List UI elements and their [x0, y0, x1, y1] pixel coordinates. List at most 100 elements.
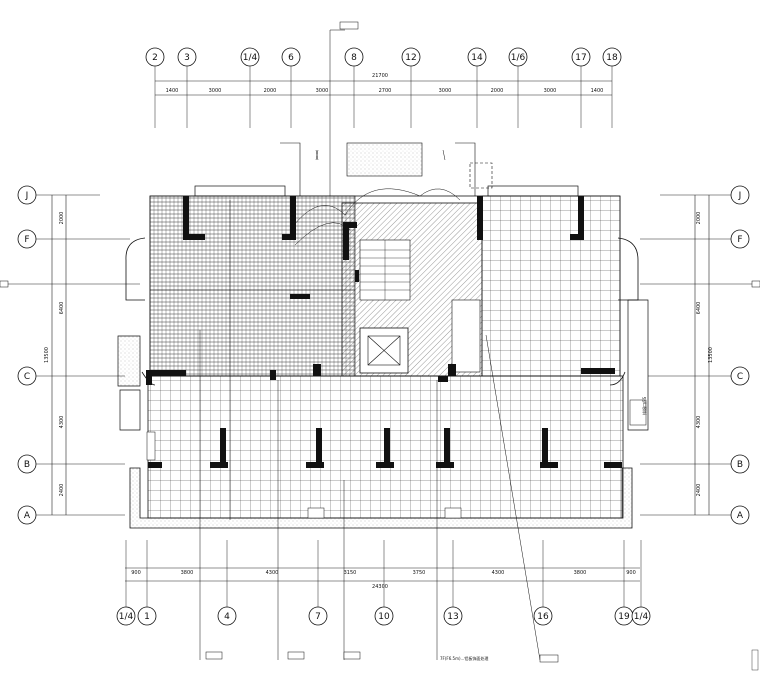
axis-bubble-right-J: J [730, 185, 750, 205]
svg-text:A: A [24, 511, 31, 521]
axis-bubble-left-A: A [17, 505, 37, 525]
svg-text:B: B [24, 460, 30, 470]
svg-text:1: 1 [144, 612, 150, 622]
svg-text:F: F [737, 235, 742, 245]
leader-lines [150, 29, 541, 661]
axis-bubble-top-3: 3 [177, 47, 197, 67]
axis-bubble-bottom-19: 19 [614, 606, 634, 626]
bottom-dim-1: 900 [131, 570, 141, 576]
bottom-dim-7: 3800 [574, 570, 587, 576]
axis-bubble-right-B: B [730, 454, 750, 474]
bottom-dim-6: 4300 [492, 570, 505, 576]
axis-bubble-top-12: 12 [401, 47, 421, 67]
svg-text:1/4: 1/4 [119, 612, 134, 622]
svg-text:12: 12 [405, 53, 416, 63]
axis-bubble-top-8: 8 [344, 47, 364, 67]
svg-text:13: 13 [447, 612, 458, 622]
small-tag-text: 排烟口/FS [641, 396, 647, 415]
left-dim-4: 2400 [59, 484, 65, 497]
axis-bubble-top-14: 14 [467, 47, 487, 67]
left-dimension-chain: 13500 2000 6400 4300 2400 [44, 195, 67, 515]
right-total-dimension: 13500 [708, 347, 714, 363]
axis-bubble-bottom-1: 1 [137, 606, 157, 626]
axis-bubble-left-J: J [17, 185, 37, 205]
top-dim-1: 1400 [166, 88, 179, 94]
svg-text:B: B [737, 460, 743, 470]
bottom-dim-3: 4300 [266, 570, 279, 576]
right-dimension-chain: 13500 2000 6400 4300 2400 [694, 195, 714, 515]
top-dim-7: 2000 [491, 88, 504, 94]
axis-bubble-bottom-13: 13 [443, 606, 463, 626]
bottom-dim-4: 3150 [344, 570, 357, 576]
right-dim-1: 2000 [696, 212, 702, 225]
svg-text:J: J [25, 191, 29, 201]
left-total-dimension: 13500 [44, 347, 50, 363]
top-axis-lines [154, 66, 613, 128]
svg-text:6: 6 [288, 53, 294, 63]
right-dim-2: 6400 [696, 302, 702, 315]
axis-bubble-right-C: C [730, 366, 750, 386]
svg-text:A: A [737, 511, 744, 521]
right-dim-3: 4300 [696, 416, 702, 429]
svg-text:8: 8 [351, 53, 357, 63]
right-tile-area [481, 195, 621, 377]
top-dim-4: 3000 [316, 88, 329, 94]
bottom-axis-lines [125, 540, 642, 607]
axis-bubble-top-2: 2 [145, 47, 165, 67]
svg-text:4: 4 [224, 612, 230, 622]
svg-text:14: 14 [471, 53, 483, 63]
svg-text:J: J [738, 191, 742, 201]
axis-bubble-top-1-6: 1/6 [508, 47, 528, 67]
left-axis-lines [0, 194, 140, 516]
top-dimension-chain: 21700 1400 3000 2000 3000 2700 3000 2000… [155, 73, 612, 96]
bottom-dim-5: 3750 [413, 570, 426, 576]
bottom-dimension-chain: 24300 900 3800 4300 3150 3750 4300 3800 … [125, 567, 640, 590]
axis-bubble-top-18: 18 [602, 47, 622, 67]
svg-text:2: 2 [152, 53, 158, 63]
right-axis-lines [640, 194, 760, 516]
svg-text:19: 19 [618, 612, 630, 622]
top-dim-3: 2000 [264, 88, 277, 94]
axis-bubble-bottom-10: 10 [374, 606, 394, 626]
bottom-dim-8: 900 [626, 570, 636, 576]
svg-text:3: 3 [184, 53, 190, 63]
svg-text:1/4: 1/4 [243, 53, 258, 63]
axis-bubble-right-F: F [730, 229, 750, 249]
axis-bubble-top-1-4: 1/4 [240, 47, 260, 67]
callout-tags: 7F(F6.5m)...铝板饰面处理 排烟口/FS [146, 21, 647, 663]
side-markers [0, 280, 760, 671]
left-dim-1: 2000 [59, 212, 65, 225]
left-flooring-area [149, 195, 356, 377]
axis-bubble-top-6: 6 [281, 47, 301, 67]
svg-text:16: 16 [537, 612, 549, 622]
axis-bubble-left-F: F [17, 229, 37, 249]
top-dim-2: 3000 [209, 88, 222, 94]
svg-text:F: F [24, 235, 29, 245]
bottom-note-text: 7F(F6.5m)...铝板饰面处理 [440, 655, 488, 661]
top-total-dimension: 21700 [372, 73, 388, 79]
top-dim-6: 3000 [439, 88, 452, 94]
bottom-total-dimension: 24300 [372, 584, 388, 590]
bottom-dim-2: 3800 [181, 570, 194, 576]
left-dim-3: 4300 [59, 416, 65, 429]
svg-text:7: 7 [315, 612, 321, 622]
axis-bubble-bottom-1-4b: 1/4 [631, 606, 651, 626]
top-dim-8: 3000 [544, 88, 557, 94]
bottom-axis-bubbles: 1/4 1 4 7 10 13 16 19 1/4 [116, 606, 651, 626]
svg-text:1/6: 1/6 [511, 53, 526, 63]
right-dim-4: 2400 [696, 484, 702, 497]
axis-bubble-bottom-1-4a: 1/4 [116, 606, 136, 626]
top-axis-bubbles: 2 3 1/4 6 8 12 14 1/6 17 18 [145, 47, 622, 67]
core-stair-lift [341, 202, 483, 377]
right-axis-bubbles: J F C B A [730, 185, 750, 525]
axis-bubble-bottom-4: 4 [217, 606, 237, 626]
left-dim-2: 6400 [59, 302, 65, 315]
axis-bubble-top-17: 17 [571, 47, 591, 67]
left-axis-bubbles: J F C B A [17, 185, 37, 525]
axis-bubble-left-C: C [17, 366, 37, 386]
svg-text:C: C [737, 372, 743, 382]
axis-bubble-left-B: B [17, 454, 37, 474]
axis-bubble-bottom-7: 7 [308, 606, 328, 626]
svg-text:C: C [24, 372, 30, 382]
